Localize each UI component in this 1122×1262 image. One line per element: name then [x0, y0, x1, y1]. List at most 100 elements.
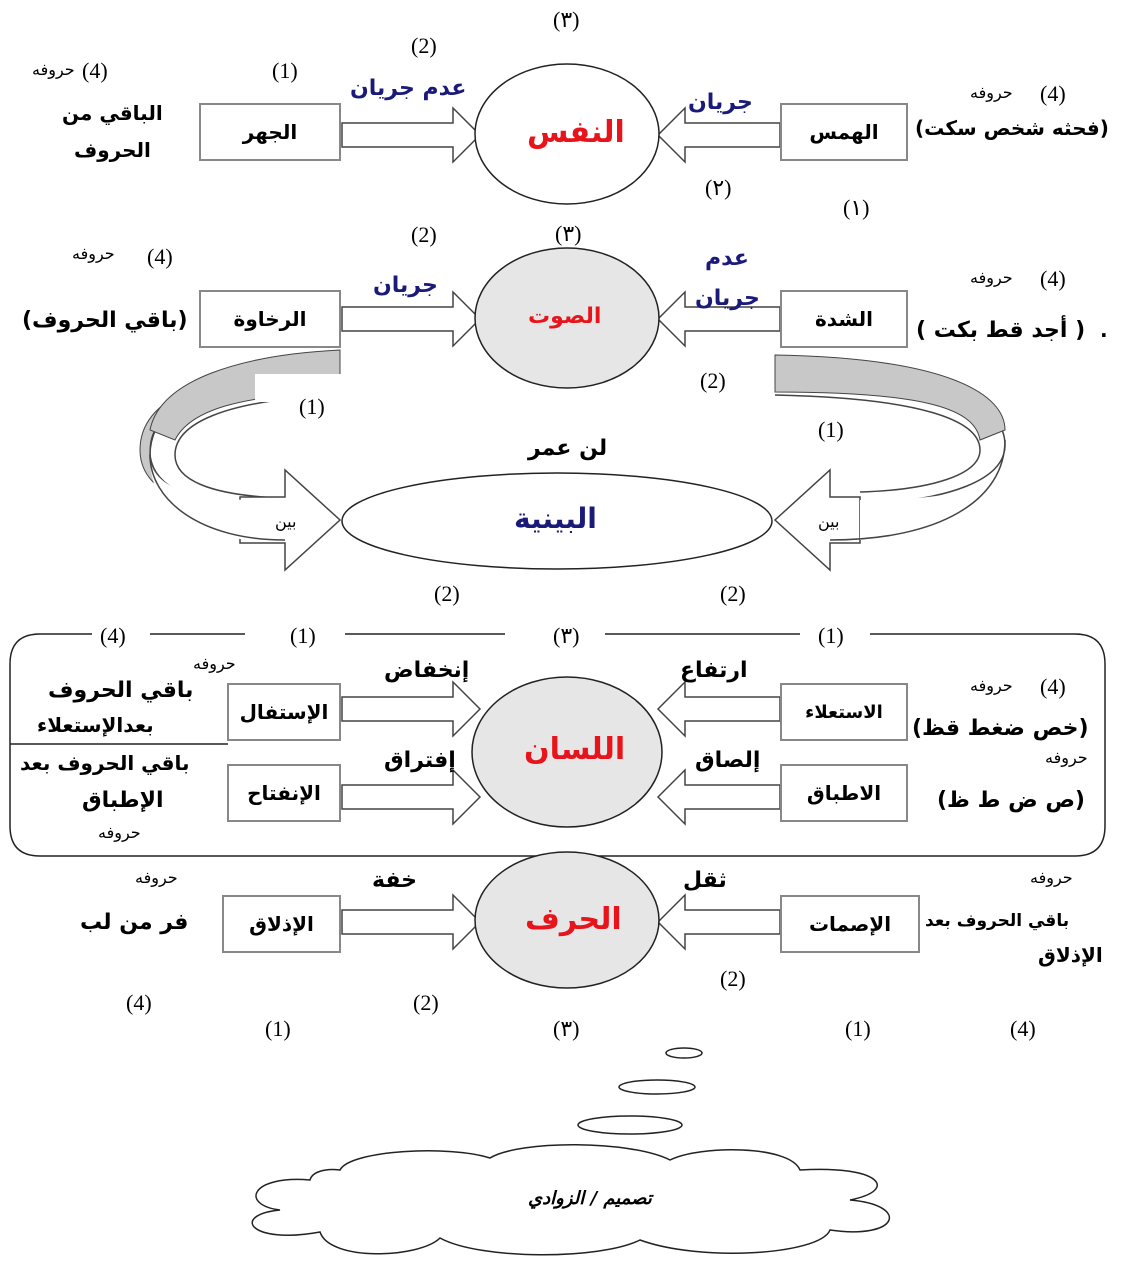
arrow-istila [656, 680, 781, 738]
lisan-container [9, 633, 1106, 857]
lisan-huroof-left-top: حروفه [193, 654, 236, 673]
lisan-inkhifad: إنخفاض [384, 658, 470, 683]
nafas-left-arrow-label: عدم جريان [350, 76, 467, 101]
lisan-label-3: (٣) [553, 623, 580, 648]
sawt-right-letters: ( أجد قط بكت ) [916, 318, 1086, 343]
ellipse-bayniyya [341, 472, 773, 570]
signature: تصميم / الزوادي [528, 1188, 652, 1209]
lisan-iftiraq: إفتراق [384, 748, 456, 773]
nafas-label-4-left: (4) [82, 58, 108, 83]
box-jahr: الجهر [199, 103, 341, 161]
harf-label-4-right: (4) [1010, 1016, 1036, 1041]
ellipse-lisan [471, 676, 663, 828]
nafas-huroof-left: حروفه [32, 60, 75, 79]
nafas-label-1b: (١) [843, 195, 870, 220]
nafas-center: النفس [527, 115, 625, 150]
box-istila: الاستعلاء [780, 683, 908, 741]
harf-left-letters: فر من لب [80, 910, 189, 935]
lisan-huroof-right-mid: حروفه [1045, 748, 1088, 767]
bayniyya-center: البينية [514, 502, 597, 535]
lisan-label-4-right: (4) [1040, 674, 1066, 699]
arrow-idhlaq [341, 893, 482, 951]
bubble-small [665, 1047, 703, 1059]
band-left-inner [174, 394, 341, 499]
nafas-huroof-right: حروفه [970, 83, 1013, 102]
nafas-label-1: (1) [272, 58, 298, 83]
nafas-label-4-right: (4) [1040, 81, 1066, 106]
box-shidda: الشدة [780, 290, 908, 348]
lisan-huroof-right-top: حروفه [970, 676, 1013, 695]
ellipse-sawt [474, 247, 660, 389]
arrow-istifal [341, 680, 482, 738]
box-idhlaq: الإذلاق [222, 895, 341, 953]
arrow-ismat [656, 893, 781, 951]
ellipse-harf [474, 851, 660, 989]
sawt-label-2b: (2) [700, 368, 726, 393]
harf-label-4-left: (4) [126, 990, 152, 1015]
arrow-jahr-to-nafas [341, 106, 482, 164]
lisan-huroof-left-bottom: حروفه [98, 823, 141, 842]
harf-right-letters-2: الإذلاق [1038, 943, 1103, 967]
harf-label-3: (٣) [553, 1016, 580, 1041]
arrow-hams-to-nafas [656, 106, 781, 164]
lisan-left-letters-2a: باقي الحروف بعد [20, 751, 190, 775]
harf-left-arrow-label: خفة [372, 868, 418, 893]
sawt-right-mark: . [1100, 318, 1108, 342]
lisan-left-letters-1a: باقي الحروف [48, 678, 194, 703]
bayniyya-letters: لن عمر [528, 436, 608, 461]
lisan-right-letters-2: (ص ض ط ظ) [937, 788, 1085, 813]
nafas-label-2b: (٢) [705, 175, 732, 200]
nafas-left-letters-1: الباقي من [62, 101, 163, 125]
harf-right-arrow-label: ثقل [683, 868, 727, 893]
ellipse-nafas [474, 63, 660, 205]
nafas-label-3: (٣) [553, 7, 580, 32]
nafas-right-letters: (فحثه شخص سكت) [915, 116, 1109, 140]
lisan-label-1-right: (1) [818, 623, 844, 648]
sawt-label-2: (2) [411, 222, 437, 247]
lisan-right-letters-1: (خص ضغط قظ) [912, 716, 1089, 741]
signature-cloud [251, 1144, 891, 1256]
sawt-center: الصوت [528, 304, 602, 329]
harf-label-2-left: (2) [413, 990, 439, 1015]
harf-label-1-right: (1) [845, 1016, 871, 1041]
bayniyya-between-left: بين [275, 512, 297, 531]
sawt-left-arrow-label: جريان [373, 273, 438, 298]
sawt-left-letters: (باقي الحروف) [22, 308, 188, 333]
harf-huroof-left: حروفه [135, 868, 178, 887]
sawt-label-1-left: (1) [299, 394, 325, 419]
lisan-irtifa: ارتفاع [680, 658, 748, 683]
bayniyya-label-2-right: (2) [720, 581, 746, 606]
box-rakhawa: الرخاوة [199, 290, 341, 348]
band-right-inner [774, 394, 981, 493]
bayniyya-label-2-left: (2) [434, 581, 460, 606]
box-ismat: الإصمات [780, 895, 920, 953]
sawt-right-arrow-label-2: جريان [695, 286, 760, 311]
nafas-label-2: (2) [411, 33, 437, 58]
sawt-label-4-right: (4) [1040, 266, 1066, 291]
bubble-medium [618, 1079, 696, 1095]
harf-center: الحرف [525, 902, 622, 937]
harf-huroof-right: حروفه [1030, 868, 1073, 887]
sawt-label-3: (٣) [555, 221, 582, 246]
arrow-rakhawa-to-sawt [341, 290, 482, 348]
harf-right-letters-1: باقي الحروف بعد [925, 911, 1070, 931]
arrow-itbaq [656, 768, 781, 826]
lisan-left-letters-1b: بعدالإستعلاء [37, 713, 154, 737]
bayniyya-between-right: بين [818, 512, 840, 531]
sawt-label-1-right: (1) [818, 417, 844, 442]
sawt-right-arrow-label-1: عدم [705, 246, 749, 271]
lisan-ilsaq: إلصاق [695, 748, 761, 773]
box-istifal: الإستفال [227, 683, 341, 741]
nafas-right-arrow-label: جريان [688, 90, 753, 115]
arrow-shidda-to-sawt [656, 290, 781, 348]
harf-label-1-left: (1) [265, 1016, 291, 1041]
box-hams: الهمس [780, 103, 908, 161]
lisan-center: اللسان [524, 732, 626, 767]
sawt-label-4-left: (4) [147, 244, 173, 269]
box-infitah: الإنفتاح [227, 764, 341, 822]
bubble-large [577, 1115, 683, 1135]
band-right-fill [774, 354, 1006, 441]
box-itbaq: الاطباق [780, 764, 908, 822]
